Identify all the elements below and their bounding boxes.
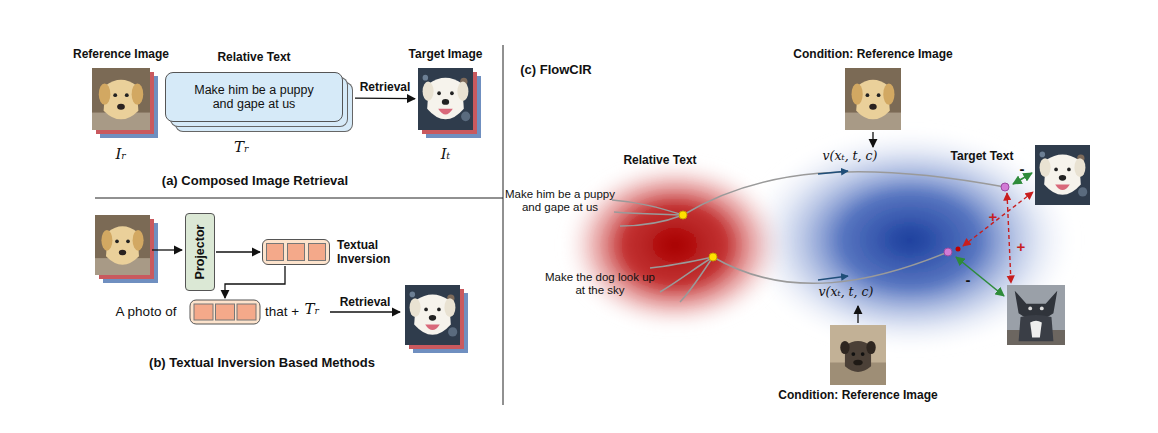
panel-separators [95,45,503,405]
box-heading: Relative Text [217,51,290,65]
projector-box: Projector [185,213,215,291]
relative-text: Make the dog look up at the sky [541,271,659,297]
dog-photo [845,68,901,130]
dog-photo [830,325,886,385]
caption: (b) Textual Inversion Based Methods [149,356,375,371]
query-text: A photo of [116,304,177,320]
reference-image-b [95,215,158,283]
image-heading: Reference Image [73,48,169,62]
connector [216,251,260,252]
arrow-label: Retrieval [340,296,391,310]
math-symbol: Iₜ [441,146,451,163]
trajectory-points [679,183,1009,261]
contrastive-arrows [956,173,1033,296]
flow-trajectories [612,172,1005,302]
relative-text: Make him be a puppy and gape at us [166,83,342,112]
distribution-label: Relative Text [623,154,696,168]
relative-text: Make him be a puppy and gape at us [504,188,616,214]
caption: (a) Composed Image Retrieval [162,174,348,189]
token-box: Textual Inversion [262,239,330,265]
velocity-label: v(xₜ, t, c) [823,149,878,163]
image-node: Target ImageIₜ [418,68,473,130]
connector-label: Retrieval [360,81,411,95]
target-images-c [1007,145,1090,345]
condition-heading: Condition: Reference Image [793,48,952,62]
sign-label: + [1017,238,1026,255]
arrow [152,249,182,250]
panel-title: (c) FlowCIR [520,63,592,78]
image-heading: Target Image [409,48,483,62]
distribution-blobs [560,125,1080,355]
image-node: Condition: Reference Image [830,325,886,385]
arrow [225,266,285,298]
token-square [287,243,305,261]
token-box [190,300,260,324]
math-symbol: Tᵣ [304,301,319,318]
math-symbol: Tᵣ [234,139,249,156]
query-text: that + [265,304,299,320]
token-square [266,243,284,261]
image-node: Condition: Reference Image [845,68,901,130]
distribution-label: Target Text [951,150,1014,164]
math-symbol: Iᵣ [115,146,126,163]
relative-text-box: Relative TextMake him be a puppy and gap… [165,72,343,122]
target-image-b [405,285,468,353]
token-heading: Textual Inversion [337,238,401,266]
image-node: Reference ImageIᵣ [92,68,150,130]
arrow [330,311,400,312]
projector-label: Projector [193,225,207,280]
sign-label: - [1020,160,1025,177]
sign-label: + [989,208,998,225]
connector [355,97,415,99]
condition-heading: Condition: Reference Image [778,389,937,403]
dog-photo [92,68,150,130]
velocity-label: v(xₜ, t, c) [819,285,874,299]
sign-label: - [966,271,971,288]
dog-photo [418,68,473,130]
token-square [308,243,326,261]
